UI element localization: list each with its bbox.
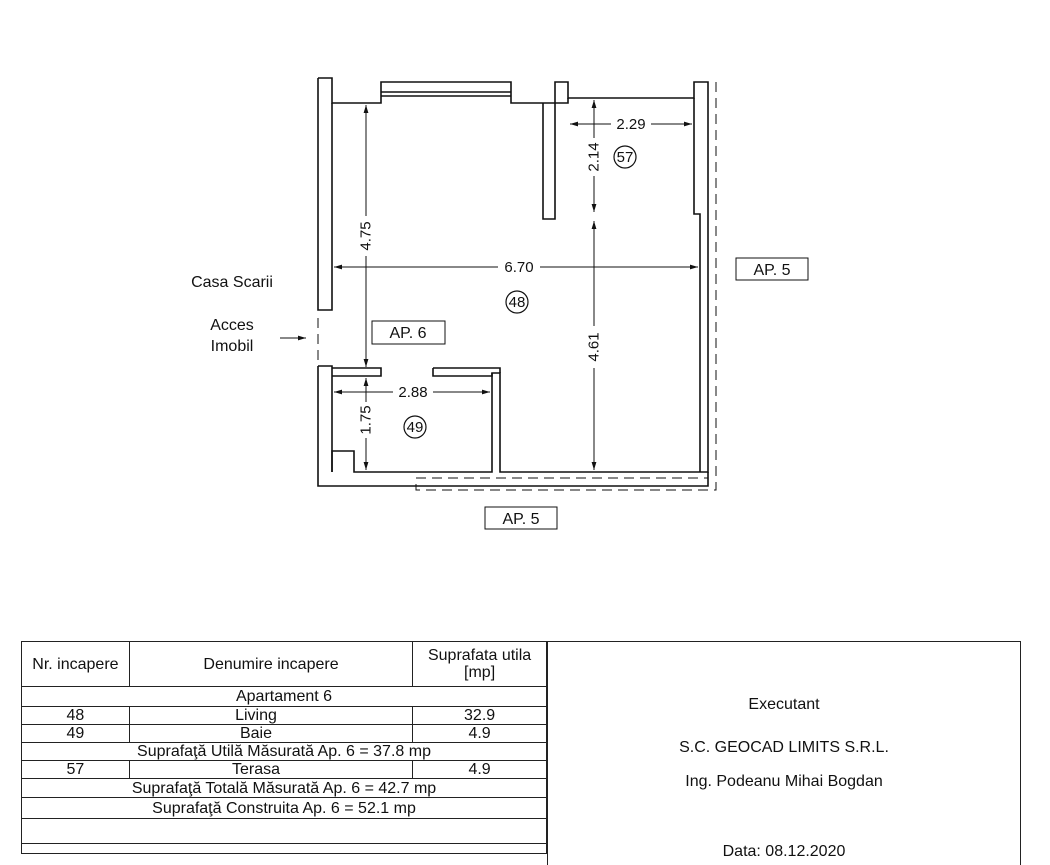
summary-total: Suprafaţă Totală Măsurată Ap. 6 = 42.7 m…: [21, 778, 547, 798]
room-number-terrace: 57: [617, 149, 634, 166]
walls: [317, 77, 709, 487]
header-area-line2: [mp]: [464, 664, 496, 681]
room-number-bath: 49: [407, 419, 424, 436]
rooms-table: Nr. incapere Denumire incapere Suprafata…: [21, 641, 547, 854]
imobil-label: Imobil: [211, 338, 254, 355]
executant-engineer: Ing. Podeanu Mihai Bogdan: [685, 773, 883, 790]
empty-row: [21, 843, 547, 854]
casa-scarii-label: Casa Scarii: [191, 274, 273, 291]
row-area: 4.9: [412, 724, 547, 743]
central-pillar: [542, 103, 556, 220]
bath-partition-right: [433, 367, 501, 373]
dim-living-width-label: 6.70: [504, 259, 533, 276]
ap6-label: AP. 6: [389, 325, 426, 342]
dim-living-height-label: 4.75: [358, 221, 375, 250]
dim-bath-width-label: 2.88: [398, 384, 427, 401]
row-nr: 57: [21, 760, 130, 779]
ap5-right-label: AP. 5: [753, 262, 790, 279]
header-nr: Nr. incapere: [21, 641, 130, 687]
ap6-box: [371, 320, 446, 345]
summary-useful-row: Suprafaţă Utilă Măsurată Ap. 6 = 37.8 mp: [21, 742, 547, 761]
apartment-title-row: Apartament 6: [21, 686, 547, 707]
row-nr: 48: [21, 706, 130, 725]
row-area: 4.9: [412, 760, 547, 779]
row-nr: 49: [21, 724, 130, 743]
floor-plan: 2.29 2.14 4.75 6.70 4.61 2.88 1.75 57 48…: [191, 77, 809, 530]
table-row: 49 Baie 4.9: [21, 724, 547, 743]
summary-total-row: Suprafaţă Totală Măsurată Ap. 6 = 42.7 m…: [21, 778, 547, 798]
apartment-label-boxes: [371, 257, 809, 530]
room-number-circles: [403, 145, 637, 439]
dimension-labels: 2.29 2.14 4.75 6.70 4.61 2.88 1.75: [358, 116, 646, 435]
right-wall-inner: [693, 98, 701, 472]
bath-partition-right2: [432, 368, 493, 377]
dim-living-right-height-label: 4.61: [586, 332, 603, 361]
room-number-living: 48: [509, 294, 526, 311]
ap5-bottom-label: AP. 5: [502, 511, 539, 528]
terrace-boundary: [317, 82, 717, 491]
legend-block: Nr. incapere Denumire incapere Suprafata…: [21, 641, 1021, 865]
ap5-bottom-box: [484, 506, 558, 530]
row-name: Terasa: [128, 760, 414, 779]
apartment-title: Apartament 6: [21, 686, 547, 707]
bath-partition-left: [332, 367, 382, 377]
executant-title: Executant: [748, 696, 820, 713]
empty-row: [21, 818, 547, 844]
bath-wall-inner: [318, 365, 333, 472]
executant-date: Data: 08.12.2020: [722, 843, 846, 860]
bath-outer-wall: [317, 366, 709, 487]
dim-terrace-depth-label: 2.14: [586, 142, 603, 171]
table-row: 57 Terasa 4.9: [21, 760, 547, 779]
header-area-line1: Suprafata utila: [427, 647, 532, 664]
summary-built: Suprafaţă Construita Ap. 6 = 52.1 mp: [21, 797, 547, 819]
header-area: Suprafata utila [mp]: [412, 641, 547, 687]
ap5-right-box: [735, 257, 809, 281]
header-name: Denumire incapere: [128, 641, 414, 687]
summary-built-row: Suprafaţă Construita Ap. 6 = 52.1 mp: [21, 797, 547, 819]
left-wall-outer: [317, 78, 333, 311]
acces-label: Acces: [210, 317, 254, 334]
executant-panel: Executant S.C. GEOCAD LIMITS S.R.L. Ing.…: [547, 641, 1021, 865]
dim-terrace-width-label: 2.29: [616, 116, 645, 133]
table-header-row: Nr. incapere Denumire incapere Suprafata…: [21, 641, 547, 687]
row-name: Living: [128, 706, 414, 725]
table-row: 48 Living 32.9: [21, 706, 547, 725]
row-name: Baie: [128, 724, 414, 743]
executant-company: S.C. GEOCAD LIMITS S.R.L.: [679, 739, 889, 756]
dim-bath-depth-label: 1.75: [358, 405, 375, 434]
summary-useful: Suprafaţă Utilă Măsurată Ap. 6 = 37.8 mp: [21, 742, 547, 761]
pillar-top: [555, 98, 569, 104]
row-area: 32.9: [412, 706, 547, 725]
